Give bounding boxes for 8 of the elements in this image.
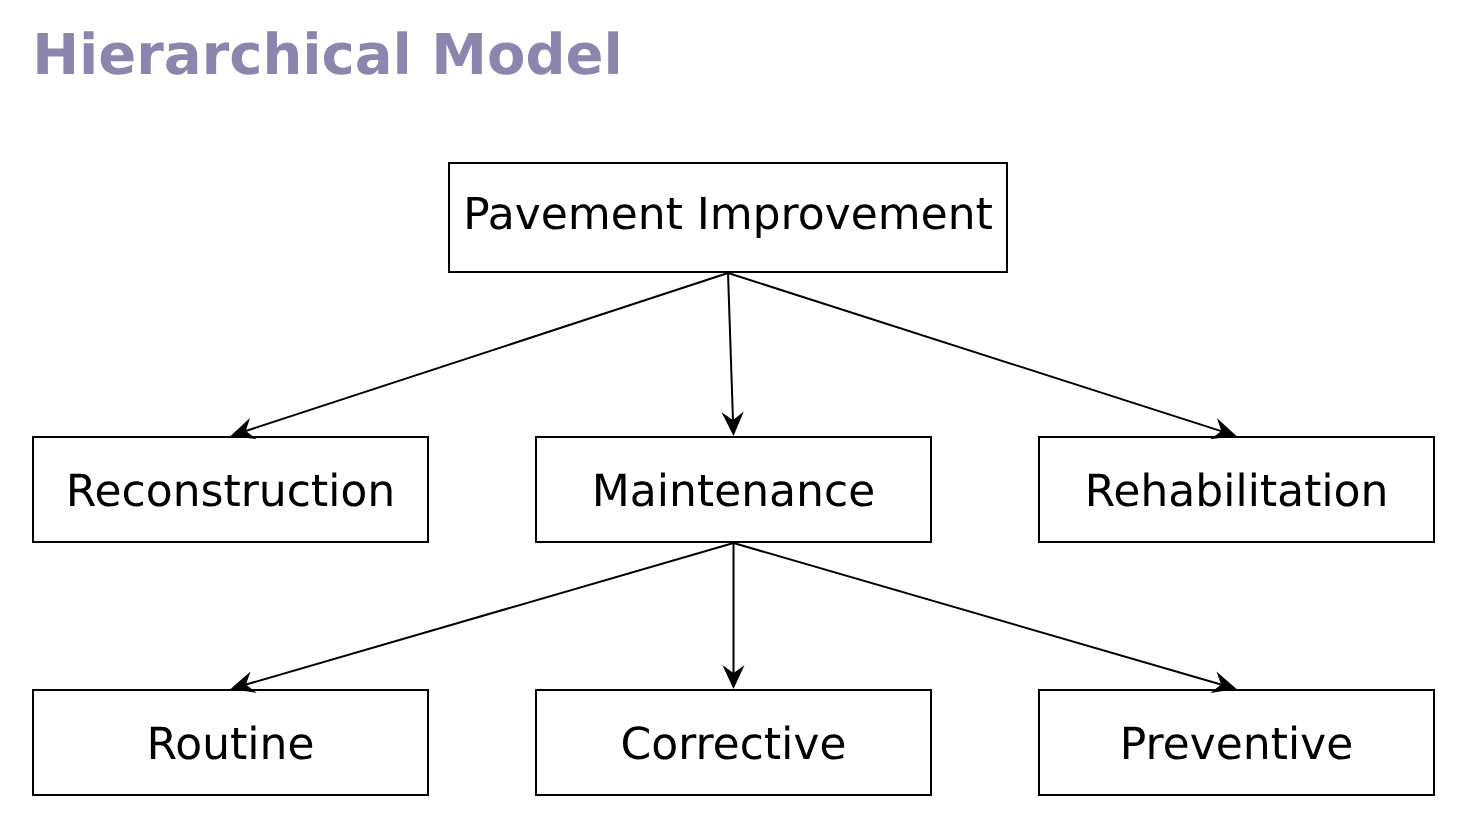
process-box: Routine — [32, 689, 429, 796]
process-box: Pavement Improvement — [448, 162, 1008, 273]
process-box: Rehabilitation — [1038, 436, 1435, 543]
title: Hierarchical Model — [37, 31, 618, 75]
process-box: Maintenance — [535, 436, 932, 543]
process-box: Reconstruction — [32, 436, 429, 543]
process-box: Preventive — [1038, 689, 1435, 796]
process-box: Corrective — [535, 689, 932, 796]
